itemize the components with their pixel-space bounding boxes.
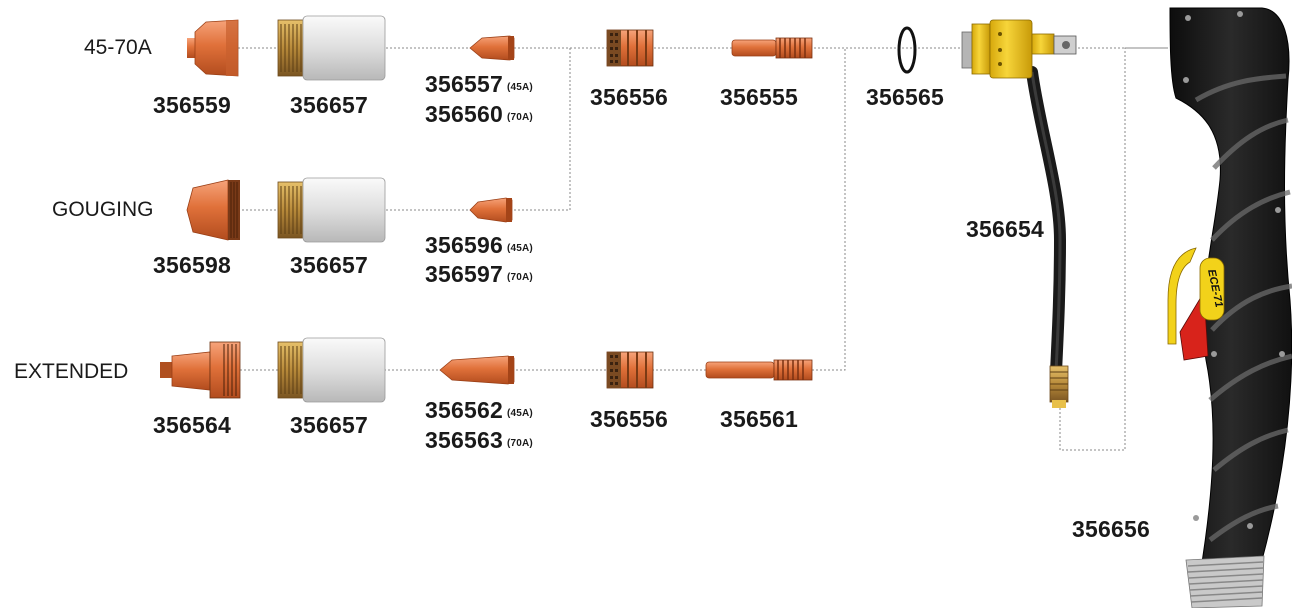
part-number-gouging-tip-70a-value: 356597 xyxy=(425,261,503,287)
part-number-extended-shield-cup: 356564 xyxy=(153,412,231,438)
swirl-ring-356556-b xyxy=(606,351,654,389)
extended-rating-45a: (45A) xyxy=(506,408,533,419)
part-number-swirl-ring: 356556 xyxy=(590,84,668,110)
retaining-cup-356657-b xyxy=(277,177,386,243)
shield-cup-356598 xyxy=(186,179,240,241)
shield-cup-356564 xyxy=(160,341,241,399)
part-number-o-ring: 356565 xyxy=(866,84,944,110)
torch-head xyxy=(961,19,1077,408)
rating-45a: (45A) xyxy=(506,82,533,93)
part-number-extended-tip-70a: 356563(70A) xyxy=(425,427,533,454)
electrode-356555 xyxy=(731,37,813,59)
part-number-gouging-retaining-cup: 356657 xyxy=(290,252,368,278)
part-number-extended-tip-70a-value: 356563 xyxy=(425,427,503,453)
part-number-extended-tip-45a: 356562(45A) xyxy=(425,397,533,424)
torch-handle: ECE-71 xyxy=(1167,7,1292,608)
part-number-gouging-tip-70a: 356597(70A) xyxy=(425,261,533,288)
tip-356562 xyxy=(439,355,515,385)
electrode-356561 xyxy=(705,359,813,381)
part-number-cable: 356654 xyxy=(966,216,1044,242)
part-number-tip-70a-value: 356560 xyxy=(425,101,503,127)
part-number-extended-electrode: 356561 xyxy=(720,406,798,432)
row-title-45-70a: 45-70A xyxy=(84,36,152,59)
part-number-gouging-shield-cup: 356598 xyxy=(153,252,231,278)
part-number-gouging-tip-45a-value: 356596 xyxy=(425,232,503,258)
tip-356596 xyxy=(469,197,513,223)
part-number-extended-tip-45a-value: 356562 xyxy=(425,397,503,423)
row-title-gouging: GOUGING xyxy=(52,198,154,221)
retaining-cup-356657-a xyxy=(277,15,386,81)
part-number-retaining-cup: 356657 xyxy=(290,92,368,118)
swirl-ring-356556-a xyxy=(606,29,654,67)
part-number-gouging-tip-45a: 356596(45A) xyxy=(425,232,533,259)
leader-torch xyxy=(1059,47,1168,451)
part-number-tip-70a: 356560(70A) xyxy=(425,101,533,128)
gouging-rating-45a: (45A) xyxy=(506,243,533,254)
gouging-rating-70a: (70A) xyxy=(506,272,533,283)
part-number-extended-retaining-cup: 356657 xyxy=(290,412,368,438)
part-number-electrode: 356555 xyxy=(720,84,798,110)
o-ring-356565 xyxy=(897,26,917,74)
part-number-shield-cup: 356559 xyxy=(153,92,231,118)
extended-rating-70a: (70A) xyxy=(506,438,533,449)
row-title-extended: EXTENDED xyxy=(14,360,129,383)
retaining-cup-356657-c xyxy=(277,337,386,403)
tip-356557 xyxy=(469,35,515,61)
part-number-handle: 356656 xyxy=(1072,516,1150,542)
part-number-tip-45a: 356557(45A) xyxy=(425,71,533,98)
shield-cup-356559 xyxy=(187,19,239,77)
rating-70a: (70A) xyxy=(506,112,533,123)
part-number-extended-swirl-ring: 356556 xyxy=(590,406,668,432)
part-number-tip-45a-value: 356557 xyxy=(425,71,503,97)
